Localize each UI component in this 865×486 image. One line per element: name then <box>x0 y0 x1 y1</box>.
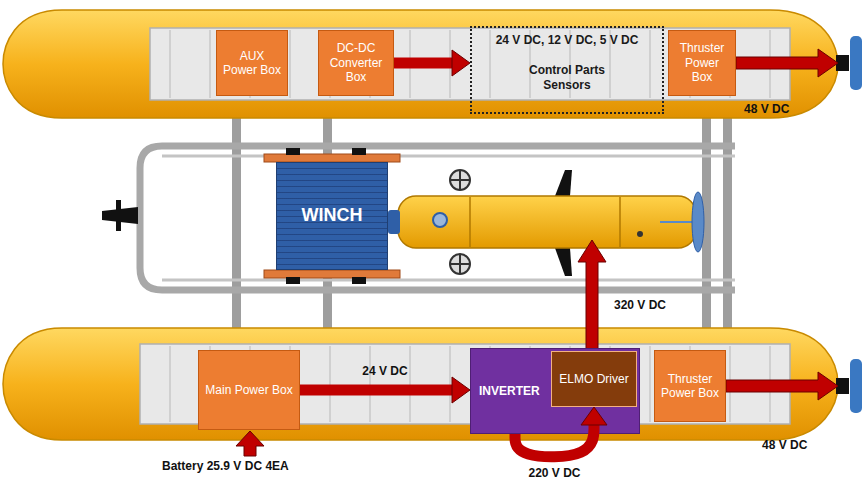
winch-drum <box>264 270 400 278</box>
thruster <box>850 36 862 90</box>
bottom-hull <box>3 328 838 440</box>
rov-vehicle <box>450 170 470 190</box>
power-arrow <box>236 49 838 456</box>
voltage-label: 24 V DC <box>362 364 407 378</box>
inverter-box: INVERTER ELMO Driver <box>470 348 640 434</box>
frame <box>162 155 735 158</box>
bottom-hull <box>3 328 838 440</box>
voltage-label: 48 V DC <box>744 102 789 116</box>
top-hull <box>3 10 838 118</box>
rov-vehicle <box>660 221 692 223</box>
box-label: INVERTER <box>479 384 540 398</box>
power-arrow <box>578 240 606 350</box>
truss-lines <box>489 30 491 98</box>
truss-lines <box>449 346 451 422</box>
arrow-head <box>452 377 470 403</box>
box-label: 24 V DC, 12 V DC, 5 V DC <box>496 33 639 47</box>
arrow-shaft <box>515 423 594 457</box>
voltage-label: 320 V DC <box>614 298 666 312</box>
rov-vehicle <box>450 254 470 274</box>
rov-vehicle <box>433 213 447 227</box>
rov-vehicle <box>637 231 643 237</box>
rov-vehicle <box>450 254 470 274</box>
power-arrow <box>300 377 470 403</box>
power-box: AUX Power Box <box>216 30 288 96</box>
power-arrow <box>736 49 838 77</box>
winch-drum: WINCH <box>276 162 388 270</box>
arrow-head <box>452 50 470 76</box>
winch-drum <box>286 277 300 284</box>
arrow-shaft <box>394 58 454 69</box>
voltage-label: 48 V DC <box>762 438 807 452</box>
box-label: WINCH <box>302 205 363 227</box>
rov-vehicle <box>619 197 621 247</box>
winch-drum <box>352 277 366 284</box>
truss-lines <box>649 346 651 422</box>
box-label: Thruster Power Box <box>673 41 731 84</box>
winch-drum <box>264 154 400 162</box>
rov-vehicle <box>555 170 572 196</box>
thruster-power-box: Thruster Power Box <box>668 30 736 96</box>
power-arrow <box>394 50 470 76</box>
converter-box: DC-DC Converter Box <box>318 30 394 96</box>
winch-drum <box>352 148 366 155</box>
thruster <box>850 359 862 413</box>
box-label: AUX Power Box <box>221 49 283 78</box>
battery-label: Battery 25.9 V DC 4EA <box>162 459 289 473</box>
truss-lines <box>409 346 411 422</box>
thruster <box>836 36 862 413</box>
truss-lines <box>329 346 331 422</box>
truss-lines <box>369 346 371 422</box>
rov-vehicle <box>388 210 400 234</box>
rov-vehicle <box>469 197 471 247</box>
rov-vehicle <box>555 248 572 276</box>
truss-lines <box>169 346 171 422</box>
rov-vehicle <box>398 196 696 248</box>
arrow-head <box>581 407 607 425</box>
truss-lines <box>169 30 171 98</box>
control-group: 24 V DC, 12 V DC, 5 V DC Control Parts Se… <box>470 26 664 114</box>
truss-lines <box>209 30 211 98</box>
voltage-label: 220 V DC <box>528 466 580 480</box>
truss-lines <box>289 30 291 98</box>
truss-lines <box>649 30 651 98</box>
box-label: Main Power Box <box>205 383 292 397</box>
thruster-power-box: Thruster Power Box <box>654 350 726 422</box>
frame <box>116 200 121 231</box>
rov-vehicle <box>388 170 704 276</box>
box-label: Control Parts Sensors <box>512 63 622 92</box>
main-power-box: Main Power Box <box>198 350 300 430</box>
box-label: DC-DC Converter Box <box>323 41 389 84</box>
box-label: ELMO Driver <box>559 372 628 386</box>
power-arrow <box>515 407 607 457</box>
frame <box>140 146 735 290</box>
arrow-shaft <box>300 385 454 396</box>
frame <box>162 279 735 282</box>
top-hull <box>3 10 838 118</box>
power-arrow <box>726 372 838 400</box>
driver-box: ELMO Driver <box>551 351 637 407</box>
box-label: Thruster Power Box <box>659 372 721 401</box>
winch-drum <box>264 148 400 284</box>
frame <box>102 110 735 336</box>
winch-drum <box>286 148 300 155</box>
rov-vehicle <box>692 192 704 252</box>
power-arrow <box>236 431 264 456</box>
rov-vehicle <box>450 170 470 190</box>
